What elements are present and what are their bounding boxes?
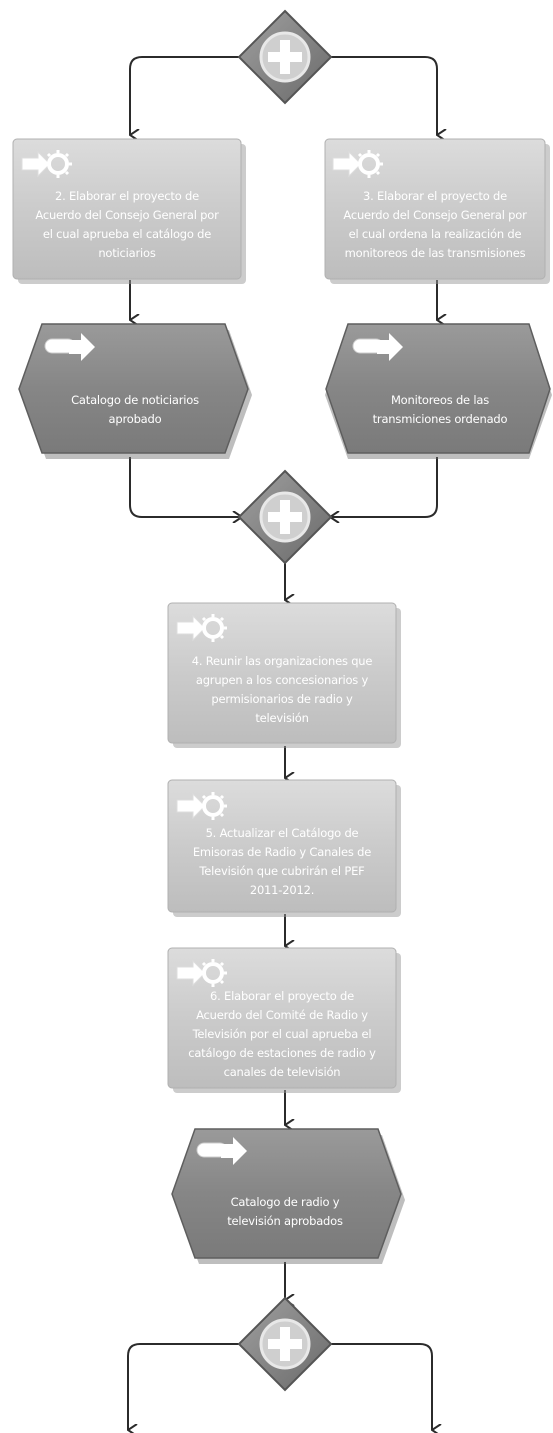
plus-icon (268, 1327, 302, 1361)
function-box-6 (167, 947, 401, 1093)
event-3-label: Catalogo de radio y televisión aprobados (227, 1195, 343, 1228)
connector-e1-g2 (129, 457, 242, 517)
function-3-label: 3. Elaborar el proyecto de Acuerdo del C… (343, 189, 527, 260)
function-6-label: 6. Elaborar el proyecto de Acuerdo del C… (188, 988, 376, 1079)
event-hexagon-1 (18, 323, 252, 459)
and-gateway-3 (237, 1296, 333, 1392)
event-hexagon-2 (325, 323, 552, 459)
plus-icon (268, 500, 302, 534)
function-box-4 (167, 602, 401, 748)
connector-g3-left (127, 1343, 242, 1430)
function-box-5 (167, 779, 401, 917)
and-gateway-1 (237, 9, 333, 105)
connector-e2-g2 (330, 457, 438, 517)
function-2-label: 2. Elaborar el proyecto de Acuerdo del C… (35, 189, 219, 260)
function-box-2 (12, 138, 246, 284)
function-4-label: 4. Reunir las organizaciones que agrupen… (191, 654, 373, 725)
function-box-3 (324, 138, 550, 284)
event-hexagon-3 (171, 1128, 405, 1264)
event-1-label: Catalogo de noticiarios aprobado (71, 393, 199, 426)
and-gateway-2 (237, 469, 333, 565)
function-5-label: 5. Actualizar el Catálogo de Emisoras de… (192, 826, 372, 897)
connector-g1-f2 (129, 56, 242, 135)
connector-g3-right (328, 1343, 432, 1430)
event-2-label: Monitoreos de las transmiciones ordenado (372, 393, 508, 426)
connector-g1-f3 (330, 56, 437, 135)
plus-icon (268, 40, 302, 74)
connectors (127, 56, 438, 1430)
